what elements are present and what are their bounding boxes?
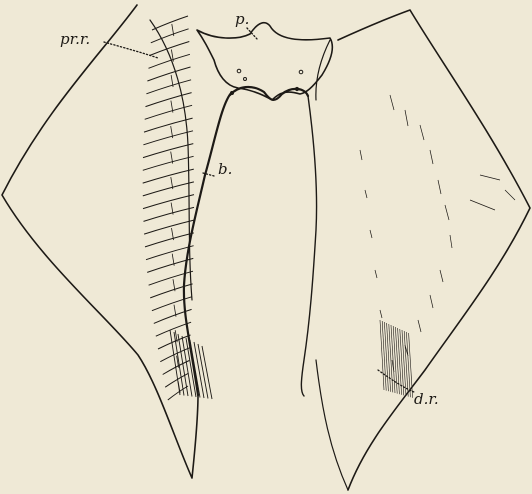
label-p: p. bbox=[235, 10, 249, 28]
label-b: b. bbox=[218, 160, 232, 178]
dermal-ray-fan bbox=[387, 323, 391, 392]
dermal-ray-stroke bbox=[405, 110, 408, 126]
right-fin-outline bbox=[338, 10, 530, 490]
radial-segment bbox=[152, 16, 188, 30]
dermal-ray-stroke bbox=[375, 270, 377, 278]
radial-segment bbox=[156, 322, 191, 336]
radial-segment bbox=[149, 54, 190, 68]
right-basal-edge bbox=[316, 40, 348, 490]
dermal-ray-fan bbox=[391, 325, 395, 393]
radial-segment bbox=[144, 207, 195, 221]
dermal-ray-stroke bbox=[380, 310, 382, 318]
left-fin-outline bbox=[2, 5, 198, 478]
dermal-ray-stroke bbox=[470, 200, 495, 210]
pelvic-plate bbox=[197, 23, 332, 100]
radial-segment bbox=[152, 297, 192, 311]
dermal-ray-stroke bbox=[438, 180, 441, 194]
radial-segment bbox=[145, 233, 194, 247]
propterygial-edge bbox=[150, 20, 192, 300]
dermal-ray-stroke bbox=[370, 230, 372, 238]
radial-segment bbox=[143, 169, 194, 183]
dermal-ray-fan bbox=[406, 332, 410, 397]
label-pr-r: pr.r. bbox=[60, 30, 90, 48]
radial-segment bbox=[150, 42, 190, 56]
dermal-ray-stroke bbox=[418, 320, 421, 332]
radial-segment bbox=[147, 67, 190, 81]
radial-segment bbox=[150, 284, 192, 298]
radial-segment bbox=[149, 271, 193, 285]
dermal-ray-fan bbox=[393, 326, 397, 394]
pr-r-leader bbox=[104, 42, 158, 58]
dermal-ray-stroke bbox=[440, 270, 443, 282]
radial-segment bbox=[144, 118, 193, 132]
radial-segment bbox=[143, 195, 194, 209]
radial-segment bbox=[143, 131, 193, 145]
label-d-r: d.r. bbox=[414, 390, 439, 408]
dermal-ray-stroke bbox=[450, 235, 452, 248]
dermal-ray-fan bbox=[402, 330, 406, 396]
dermal-ray-fan bbox=[380, 320, 384, 390]
dermal-ray-stroke bbox=[360, 150, 362, 160]
radial-segment bbox=[143, 156, 194, 170]
dermal-ray-fan bbox=[382, 321, 386, 391]
radial-segment bbox=[151, 29, 189, 43]
dermal-ray-stroke bbox=[420, 125, 424, 140]
dermal-ray-stroke bbox=[365, 190, 367, 198]
nerve-foramina bbox=[231, 69, 303, 94]
dermal-ray-stroke bbox=[390, 95, 394, 110]
central-body-outline bbox=[301, 96, 316, 396]
dermal-ray-stroke bbox=[445, 205, 449, 220]
radial-segment bbox=[144, 220, 194, 234]
radial-segment bbox=[146, 93, 192, 107]
left-basal-cartilage bbox=[184, 92, 232, 395]
dermal-ray-fan bbox=[389, 324, 393, 392]
proximal-radials bbox=[143, 16, 212, 400]
dermal-ray-fan bbox=[404, 331, 408, 397]
radial-segment bbox=[158, 335, 191, 349]
dermal-ray-stroke bbox=[430, 295, 433, 308]
radial-segment bbox=[168, 386, 188, 400]
dermal-ray-fan bbox=[384, 322, 388, 391]
radial-segment bbox=[143, 182, 194, 196]
radial-segment bbox=[143, 144, 193, 158]
radial-segment bbox=[146, 80, 191, 94]
dermal-ray-stroke bbox=[480, 175, 500, 180]
dermal-ray-stroke bbox=[430, 150, 433, 164]
dermal-ray-stroke bbox=[505, 190, 515, 200]
